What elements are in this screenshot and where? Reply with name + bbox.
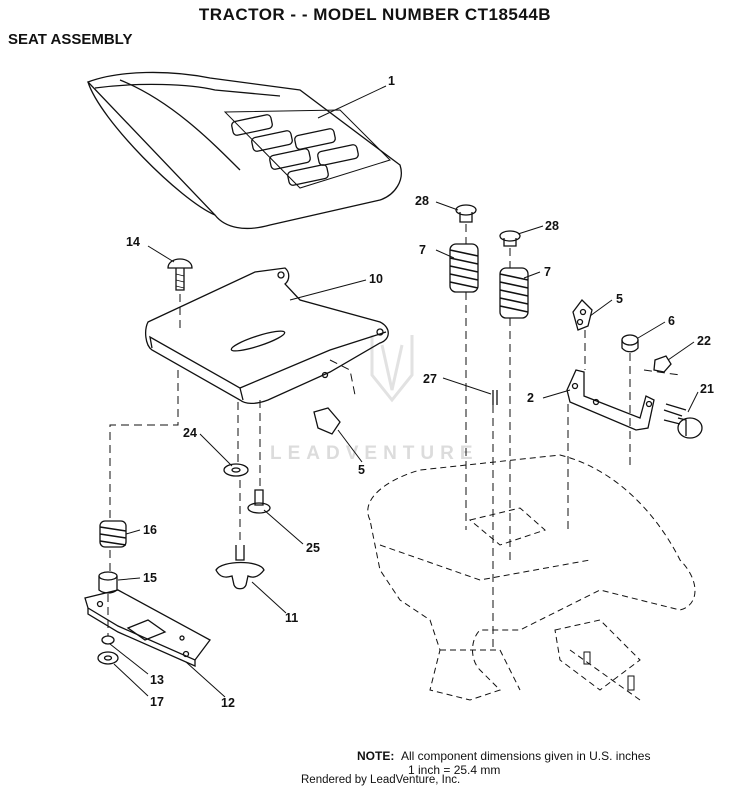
assembly-lines — [107, 224, 681, 650]
callout-11: 11 — [285, 611, 298, 625]
callout-27: 27 — [423, 372, 437, 386]
callout-7-left: 7 — [419, 243, 426, 257]
callout-6: 6 — [668, 314, 675, 328]
callout-13: 13 — [150, 673, 164, 687]
spring-right-part — [499, 267, 529, 319]
note-line-1: All component dimensions given in U.S. i… — [401, 749, 651, 763]
clip-upper-part — [572, 299, 593, 331]
washer-17-part — [97, 651, 119, 665]
callout-21: 21 — [700, 382, 714, 396]
callout-16: 16 — [143, 523, 157, 537]
seat-part — [86, 71, 402, 229]
callout-7-right: 7 — [544, 265, 551, 279]
section-title: SEAT ASSEMBLY — [8, 31, 133, 48]
callout-24: 24 — [183, 426, 197, 440]
footer-credit: Rendered by LeadVenture, Inc. — [301, 774, 461, 786]
callout-22: 22 — [697, 334, 711, 348]
clip-lower-part — [313, 407, 341, 435]
callout-28-left: 28 — [415, 194, 429, 208]
watermark-text: LEADVENTURE — [270, 443, 479, 464]
washer-part — [223, 463, 249, 477]
callout-5-upper: 5 — [616, 292, 623, 306]
page-title: TRACTOR - - MODEL NUMBER CT18544B — [198, 5, 552, 24]
bolt-25-part — [247, 489, 271, 514]
note-block: NOTE: All component dimensions given in … — [357, 749, 650, 777]
callout-2: 2 — [527, 391, 534, 405]
spring-left-part — [449, 243, 479, 293]
nut-22-part — [653, 355, 672, 373]
knob-part — [215, 545, 265, 590]
frame-outline — [367, 454, 696, 701]
plate-part — [84, 589, 211, 667]
bracket-part — [566, 369, 655, 431]
callout-15: 15 — [143, 571, 157, 585]
callout-5-lower: 5 — [358, 463, 365, 477]
callout-25: 25 — [306, 541, 320, 555]
callout-labels: 1 2 5 5 6 7 7 10 11 12 13 14 15 16 17 21… — [126, 74, 714, 710]
callout-14: 14 — [126, 235, 140, 249]
callout-1: 1 — [388, 74, 395, 88]
spring-16-part — [99, 520, 127, 548]
note-line-2: 1 inch = 25.4 mm — [408, 763, 501, 777]
callout-10: 10 — [369, 272, 383, 286]
note-label: NOTE: — [357, 749, 395, 763]
frame-screws — [583, 651, 635, 691]
nut-13-part — [101, 635, 115, 645]
callout-28-right: 28 — [545, 219, 559, 233]
bolt-21-part — [663, 403, 703, 439]
nut-part — [621, 334, 639, 353]
carriage-bolt-part — [167, 258, 193, 291]
callout-12: 12 — [221, 696, 235, 710]
shoulder-bolt-left-part — [455, 204, 477, 223]
pin-part — [492, 390, 498, 405]
seat-pan-part — [145, 267, 389, 405]
watermark-logo — [370, 335, 414, 403]
spacer-part — [98, 571, 118, 594]
shoulder-bolt-right-part — [499, 230, 521, 247]
callout-17: 17 — [150, 695, 164, 709]
leader-lines — [109, 85, 699, 698]
